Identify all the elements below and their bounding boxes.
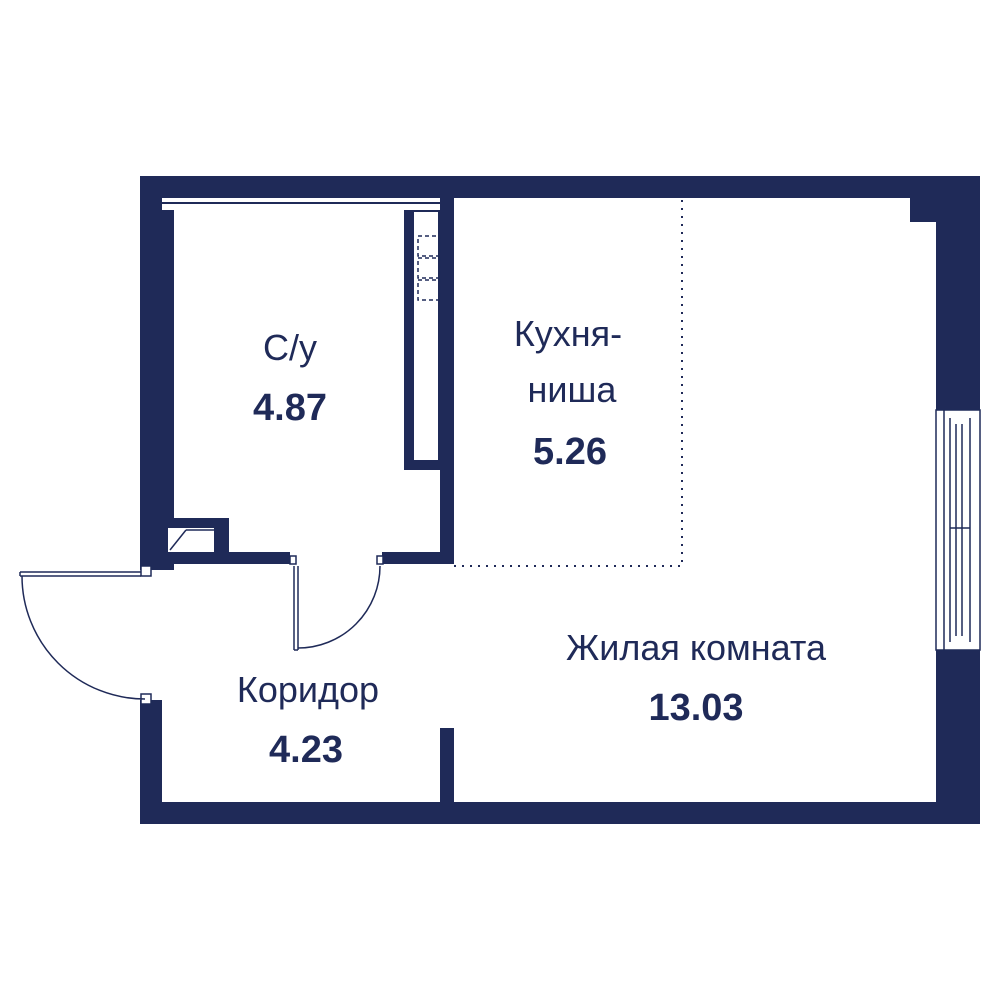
bathroom-name: С/у [263,327,317,368]
bathroom-area: 4.87 [253,387,327,429]
window [935,409,981,651]
living-name: Жилая комната [566,627,827,668]
kitchen-niche-boundary [454,200,683,567]
corridor-area: 4.23 [269,729,343,771]
tech-niche-inner [168,528,214,552]
kitchen-name-line2: ниша [528,369,618,410]
bathroom-kitchen-wall [440,198,454,564]
entrance-opening [136,570,166,700]
bathroom-bottom-wall-right [382,552,454,564]
shaft-hatch [417,235,441,301]
outer-walls [140,176,980,824]
kitchen-name-line1: Кухня- [514,313,622,354]
bathroom-left-wall [162,210,174,570]
bathroom-door [289,555,384,651]
corridor-name: Коридор [237,669,379,710]
entrance-door [19,565,152,705]
corridor-living-wall [440,728,454,808]
kitchen-area: 5.26 [533,431,607,473]
living-area: 13.03 [648,687,743,729]
